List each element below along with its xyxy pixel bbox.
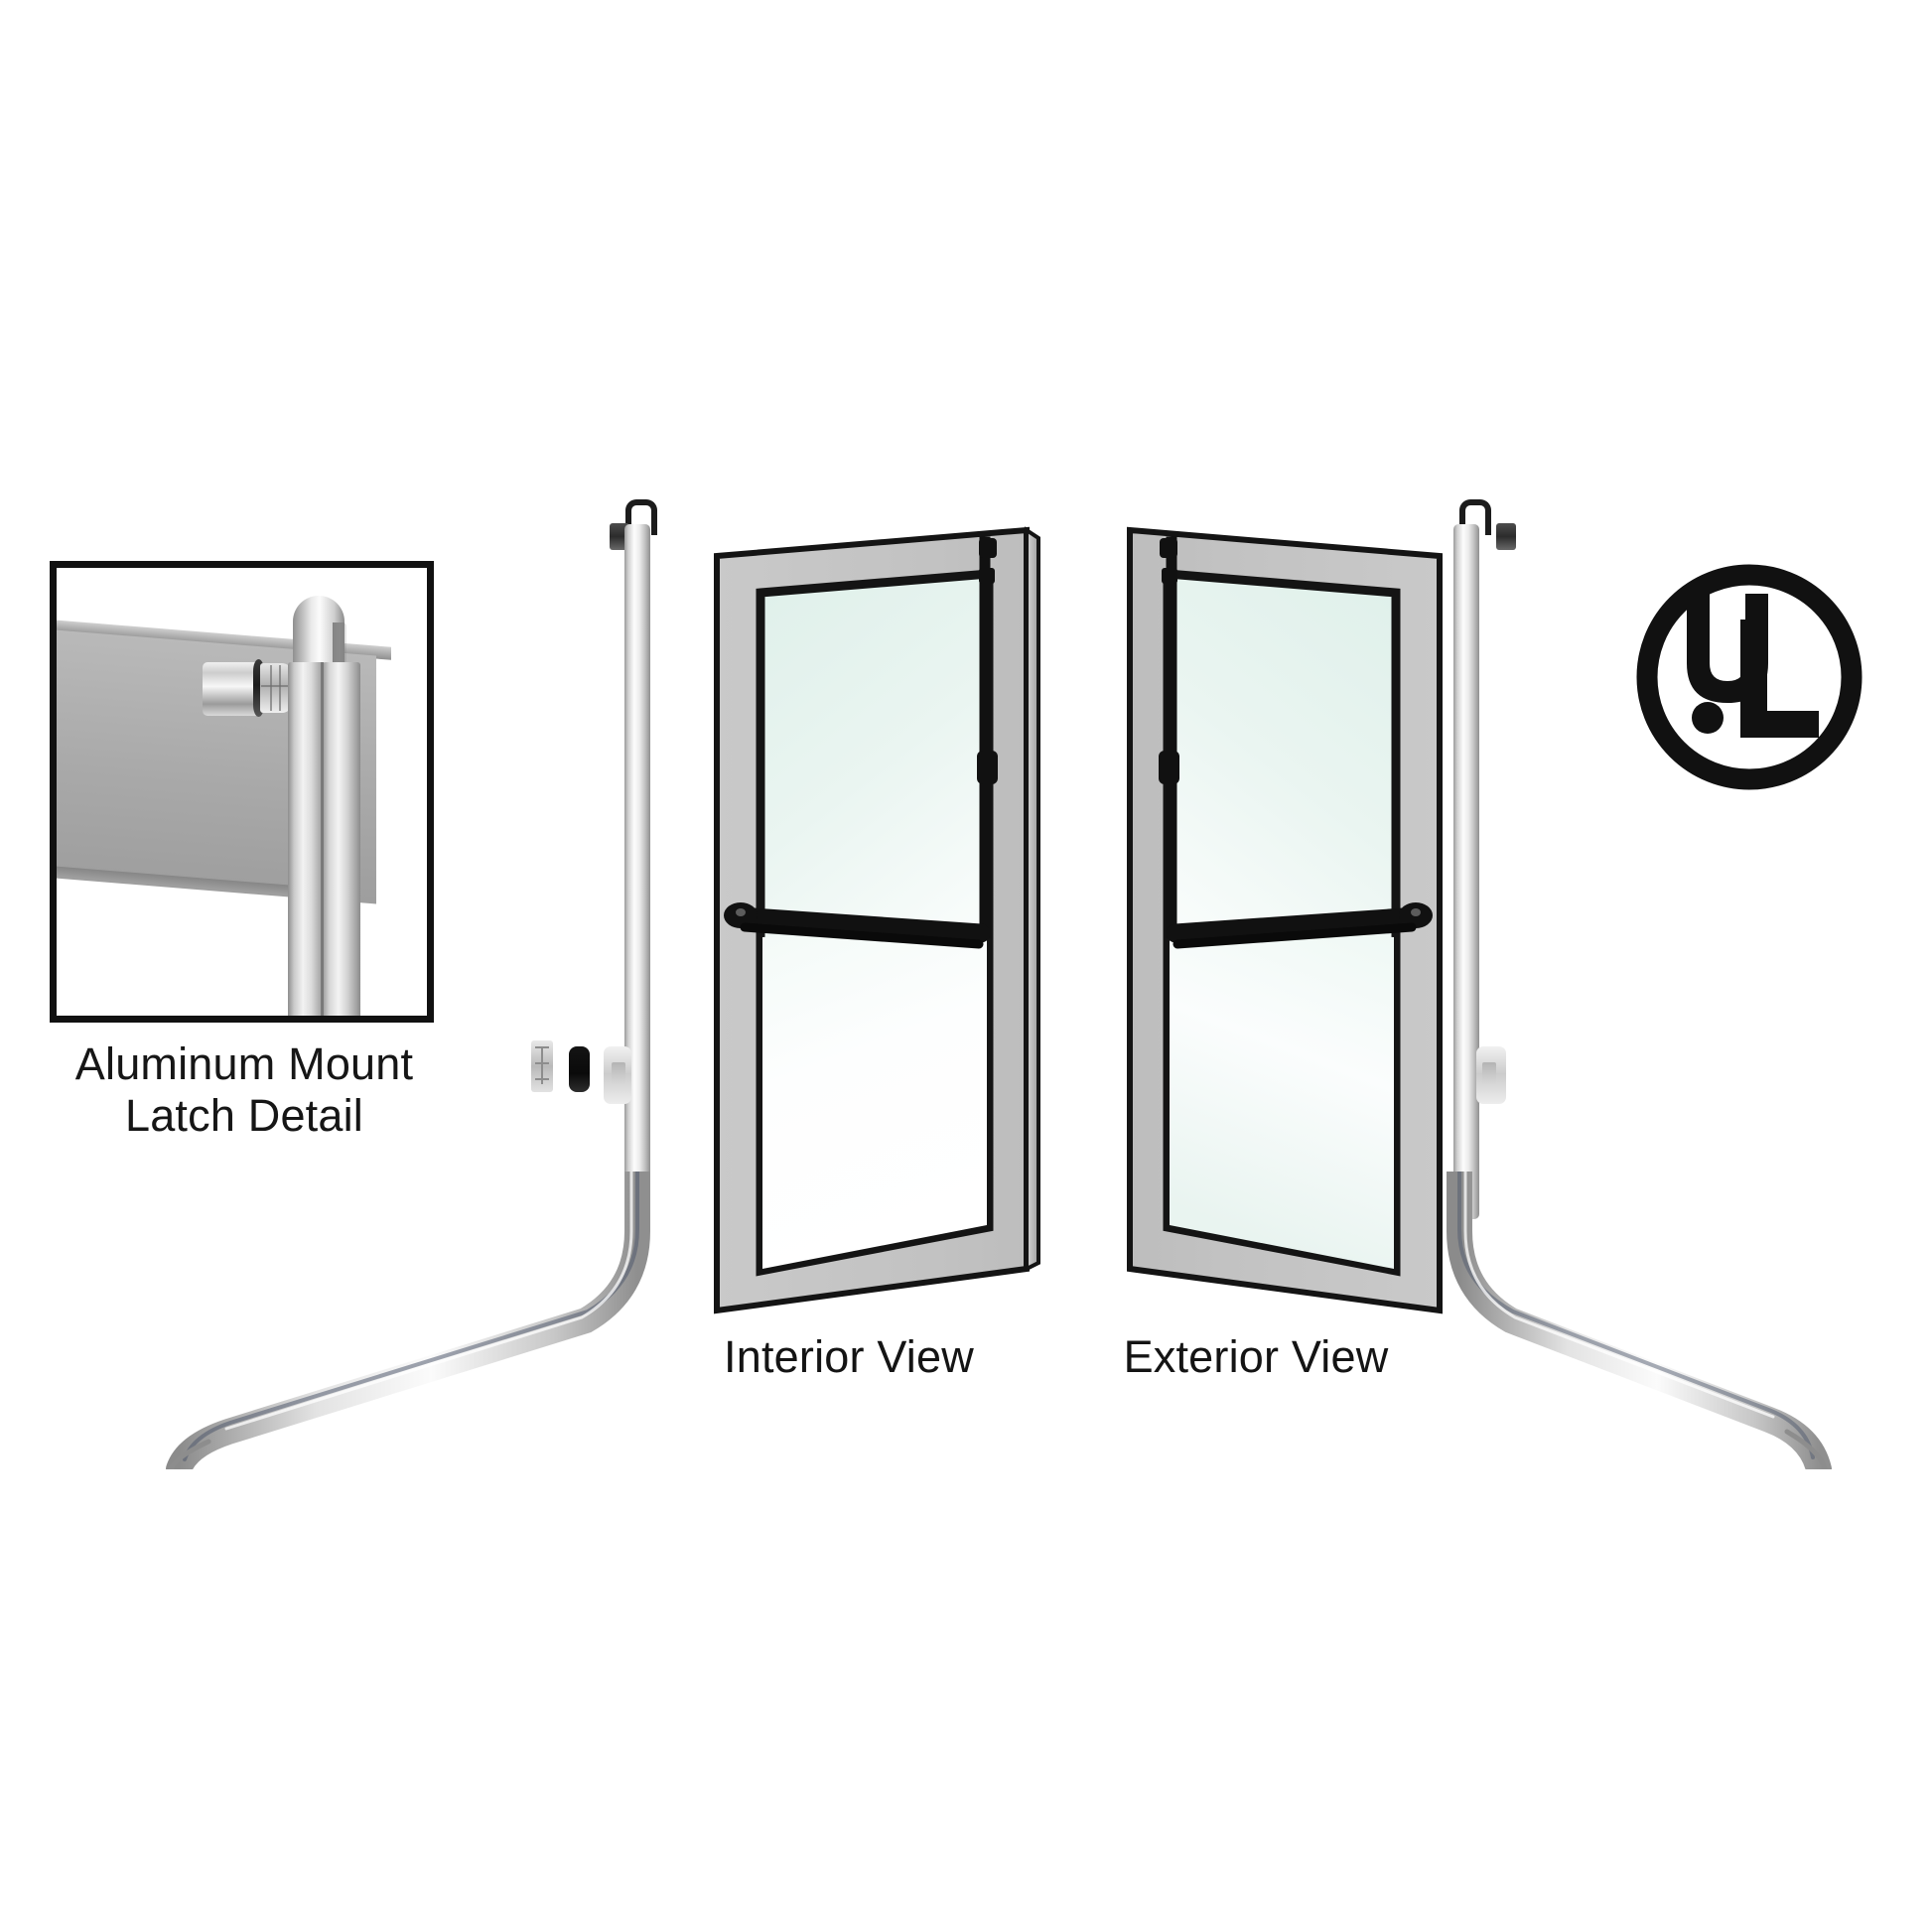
- panic-rod-top-latch-exterior: [1160, 538, 1177, 558]
- door-exterior-view: [1092, 516, 1469, 1340]
- strike-plate: [531, 1040, 553, 1092]
- top-latch-hook-icon-right: [1459, 499, 1491, 535]
- panic-push-bar-interior: [729, 906, 991, 943]
- detail-vertical-rod-back: [323, 662, 360, 1016]
- panic-rod-top-keeper-exterior: [1162, 568, 1177, 584]
- panic-rod-mount-exterior: [1159, 751, 1179, 784]
- ul-letter-l: [1740, 620, 1819, 738]
- panic-bar-lower-edge-interior: [740, 922, 984, 949]
- detail-caption-line-2: Latch Detail: [124, 1090, 364, 1142]
- detail-latch-collar-ring: [253, 659, 264, 717]
- ul-dot: [1692, 702, 1724, 734]
- detail-vertical-rod-front: [288, 662, 326, 1016]
- ul-logo-icon: [1636, 564, 1863, 790]
- panic-rod-top-latch-interior: [979, 538, 997, 558]
- top-strike-block-right: [1496, 523, 1516, 550]
- detail-chrome-latch-knob: [203, 662, 260, 716]
- detail-rod-seam: [321, 662, 324, 1016]
- door-glass-lower-exterior: [1170, 924, 1394, 1269]
- panic-push-bar-exterior: [1166, 906, 1428, 943]
- detail-caption: Aluminum Mount Latch Detail: [36, 1038, 453, 1142]
- center-mount-bracket-right: [1476, 1046, 1506, 1104]
- aluminum-mount-latch-detail-box: [50, 561, 434, 1023]
- rod-bottom-curve-right: [1447, 1172, 1832, 1469]
- panic-bar-end-cap-screw-interior: [736, 908, 746, 916]
- ul-circle-outline: [1636, 564, 1863, 790]
- panic-rod-mount-interior: [977, 751, 998, 784]
- panic-bar-end-cap-screw-exterior: [1411, 908, 1421, 916]
- detail-pivot-shadow: [333, 622, 346, 664]
- door-glass-lower-interior: [762, 924, 987, 1269]
- detail-latch-head: [260, 663, 292, 713]
- rod-shaft-upper-right: [1453, 524, 1479, 1219]
- rod-shaft-upper: [624, 524, 650, 1219]
- concealed-vertical-rod-right: [1142, 0, 1932, 1489]
- detail-caption-line-1: Aluminum Mount: [74, 1038, 414, 1089]
- top-latch-hook-icon: [625, 499, 657, 535]
- concealed-vertical-rod-left: [0, 0, 715, 1489]
- label-exterior-view: Exterior View: [1123, 1331, 1389, 1382]
- center-mount-bracket: [604, 1046, 631, 1104]
- rod-bottom-curve: [166, 1172, 650, 1469]
- door-interior-view: [685, 516, 1062, 1340]
- label-interior-view: Interior View: [724, 1331, 974, 1382]
- black-bumper: [569, 1046, 590, 1092]
- panic-rod-top-keeper-interior: [979, 568, 995, 584]
- panic-bar-lower-edge-exterior: [1173, 922, 1417, 949]
- ul-listed-mark: [1624, 552, 1874, 802]
- door-edge-thickness-interior: [1025, 526, 1040, 1273]
